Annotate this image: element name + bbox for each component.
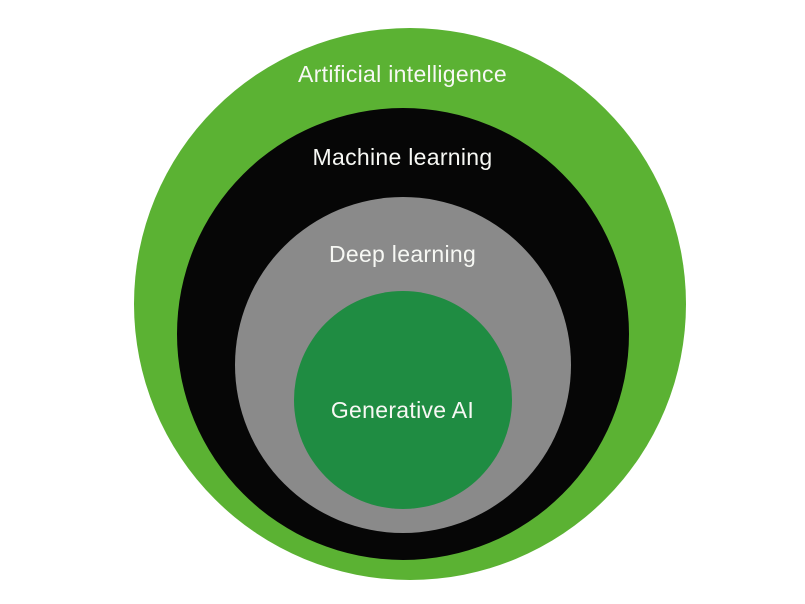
- label-generative-ai: Generative AI: [330, 397, 475, 423]
- label-deep-learning: Deep learning: [328, 241, 477, 267]
- label-artificial-intelligence: Artificial intelligence: [298, 61, 507, 87]
- label-machine-learning: Machine learning: [312, 144, 493, 170]
- circle-generative-ai: [294, 291, 512, 509]
